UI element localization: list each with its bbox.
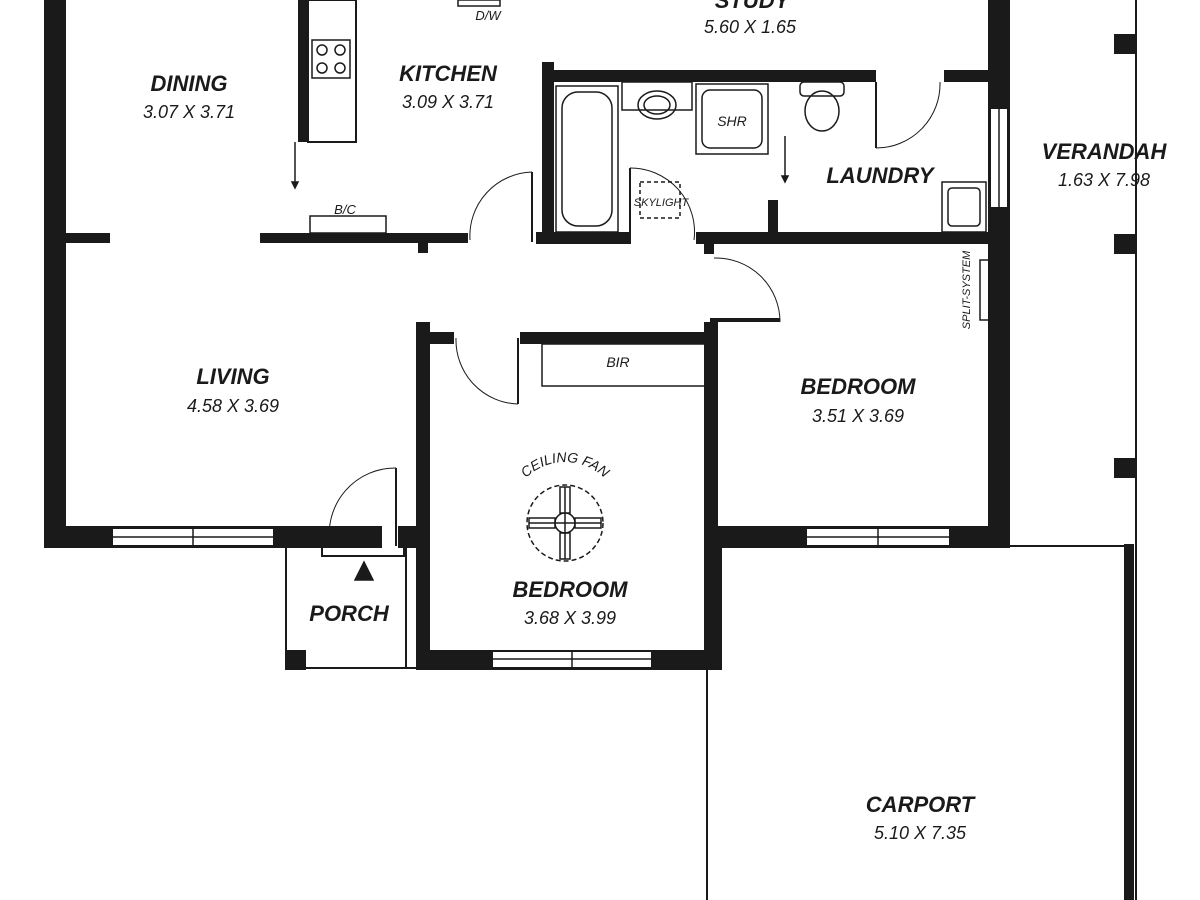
door-bedroom1	[713, 257, 781, 323]
label-shr: SHR	[717, 113, 747, 129]
ceiling-fan-icon	[526, 484, 604, 562]
wall-dining-living-stub	[66, 233, 110, 243]
wall-kitchen-bench	[298, 0, 308, 142]
wall-laundry-top	[944, 70, 1000, 82]
wall-bed2-top-left	[416, 332, 454, 344]
label-bic: B/C	[334, 202, 356, 217]
window-living	[111, 527, 275, 547]
room-name-bedroom-2: BEDROOM	[513, 577, 629, 602]
fixtures	[290, 0, 991, 581]
wall-laundry-bottom	[696, 232, 1000, 244]
window-laundry	[989, 107, 1009, 209]
label-ceiling-fan: CEILING FAN	[517, 449, 613, 481]
room-name-study: STUDY	[715, 0, 792, 13]
wall-right	[988, 0, 1010, 548]
split-system-unit	[979, 259, 991, 321]
wall-laundry-divider	[768, 200, 778, 244]
room-name-kitchen: KITCHEN	[399, 61, 498, 86]
room-dims-living: 4.58 X 3.69	[187, 396, 279, 416]
room-name-laundry: LAUNDRY	[826, 163, 935, 188]
carport-right-post-line	[1124, 544, 1134, 900]
wall-bed2-right-ext	[704, 540, 722, 670]
room-dims-bedroom-2: 3.68 X 3.99	[524, 608, 616, 628]
windows	[111, 107, 1009, 669]
bir-robe	[541, 343, 707, 387]
room-dims-kitchen: 3.09 X 3.71	[402, 92, 494, 112]
door-entry	[321, 467, 405, 557]
verandah-post-2	[1114, 234, 1136, 254]
wall-hall-stub	[704, 244, 714, 254]
dishwasher	[457, 0, 501, 7]
room-dims-carport: 5.10 X 7.35	[874, 823, 967, 843]
wall-kitchen-stub	[418, 233, 428, 253]
porch-post	[286, 650, 306, 670]
room-name-living: LIVING	[196, 364, 269, 389]
bic-cabinet	[309, 215, 387, 234]
wall-bath-left	[542, 62, 554, 244]
door-bathroom	[629, 167, 695, 244]
wall-kitchen-living	[260, 233, 468, 243]
label-bir: BIR	[606, 354, 629, 370]
wall-bath-top	[542, 70, 876, 82]
skylight	[639, 181, 681, 219]
label-dw: D/W	[475, 8, 502, 23]
wall-bed1-doorhead	[710, 318, 780, 322]
label-split-system: SPLIT-SYSTEM	[961, 250, 973, 329]
room-name-carport: CARPORT	[866, 792, 976, 817]
doors	[321, 81, 941, 557]
wall-bath-bottom	[536, 232, 630, 244]
bathtub	[555, 85, 619, 233]
laundry-tub	[941, 181, 987, 233]
verandah-post-1	[1114, 34, 1136, 54]
walls	[44, 0, 1137, 900]
door-laundry	[875, 81, 941, 149]
toilet-bathroom	[621, 81, 693, 120]
room-name-porch: PORCH	[309, 601, 390, 626]
wall-porch-right-stub	[398, 526, 430, 548]
room-dims-dining: 3.07 X 3.71	[143, 102, 235, 122]
door-kitchen-hall	[469, 171, 533, 242]
door-bedroom2	[455, 337, 519, 405]
cooktop	[311, 39, 351, 79]
room-dims-study: 5.60 X 1.65	[704, 17, 797, 37]
entry-arrow-icon	[353, 560, 375, 581]
kitchen-bench	[307, 0, 357, 143]
room-dims-bedroom-1: 3.51 X 3.69	[812, 406, 904, 426]
room-name-dining: DINING	[151, 71, 228, 96]
wall-left	[44, 0, 66, 548]
arrow-laundry	[780, 136, 790, 184]
shower	[695, 83, 769, 155]
room-dims-verandah: 1.63 X 7.98	[1058, 170, 1150, 190]
toilet-laundry	[799, 81, 845, 132]
window-bedroom2	[491, 650, 653, 669]
wall-bed2-top	[520, 332, 716, 344]
window-bedroom1	[805, 527, 951, 547]
room-labels: STUDY 5.60 X 1.65 DINING 3.07 X 3.71 KIT…	[143, 0, 1167, 843]
label-ceiling-fan-path: CEILING FAN	[517, 449, 613, 481]
wall-bed2-left	[416, 322, 430, 670]
room-name-bedroom-1: BEDROOM	[801, 374, 917, 399]
label-skylight: SKYLIGHT	[634, 197, 690, 209]
room-name-verandah: VERANDAH	[1042, 139, 1168, 164]
verandah-post-3	[1114, 458, 1136, 478]
arrow-kitchen	[290, 142, 300, 190]
